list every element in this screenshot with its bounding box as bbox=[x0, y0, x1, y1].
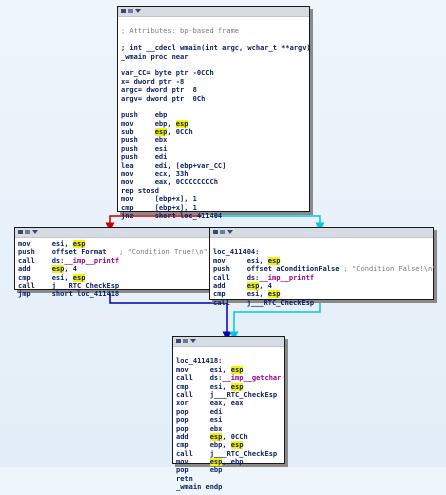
entry-block[interactable]: ; Attributes: bp-based frame ; int __cdec… bbox=[117, 6, 311, 220]
block-color-icon[interactable] bbox=[121, 9, 126, 13]
collapse-triangle-icon[interactable] bbox=[227, 230, 233, 234]
block-graph-icon[interactable] bbox=[220, 230, 225, 234]
false-branch-titlebar[interactable] bbox=[210, 228, 433, 238]
edge-false bbox=[105, 210, 202, 232]
code-line[interactable]: loc_411404: bbox=[213, 248, 260, 257]
code-line[interactable]: _wmain endp bbox=[176, 483, 223, 492]
code-line[interactable]: jmp short loc_411418 bbox=[18, 290, 120, 299]
code-line[interactable]: push offset aConditionFalse ; "Condition… bbox=[213, 265, 437, 274]
code-line[interactable]: sub esp, 0CCh bbox=[121, 128, 193, 137]
code-line[interactable]: xor eax, eax bbox=[176, 399, 244, 408]
code-line[interactable]: call j___RTC_CheckEsp bbox=[213, 298, 315, 307]
code-line[interactable]: cmp esi, esp bbox=[18, 273, 86, 282]
collapse-triangle-icon[interactable] bbox=[190, 339, 196, 343]
code-line[interactable]: mov esp, ebp bbox=[176, 458, 244, 467]
code-line[interactable]: mov esi, esp bbox=[18, 240, 86, 248]
code-line[interactable] bbox=[121, 19, 306, 27]
graph-edges bbox=[105, 210, 325, 341]
code-line[interactable] bbox=[121, 61, 306, 69]
edge-left-to-exit bbox=[109, 288, 232, 341]
code-line[interactable]: push offset Format ; "Condition True!\n" bbox=[18, 248, 208, 257]
code-line[interactable]: lea edi, [ebp+var_CC] bbox=[121, 161, 227, 170]
code-line[interactable]: cmp [ebp+x], 1 bbox=[121, 203, 197, 212]
code-line[interactable]: pop ebp bbox=[176, 466, 223, 475]
code-line[interactable] bbox=[121, 103, 306, 111]
code-line[interactable]: cmp esi, esp bbox=[176, 382, 244, 391]
code-line[interactable]: _wmain proc near bbox=[121, 52, 189, 61]
true-branch-titlebar[interactable] bbox=[15, 228, 211, 238]
code-line[interactable]: mov esi, esp bbox=[176, 365, 244, 374]
code-line[interactable]: pop esi bbox=[176, 416, 223, 425]
code-line[interactable]: add esp, 0CCh bbox=[176, 432, 248, 441]
code-line[interactable]: rep stosd bbox=[121, 186, 159, 195]
code-line[interactable]: push edi bbox=[121, 153, 168, 162]
code-line[interactable]: argc= dword ptr 8 bbox=[121, 86, 197, 95]
code-line[interactable]: push ebx bbox=[121, 136, 168, 145]
code-line[interactable]: call ds:__imp__getchar bbox=[176, 374, 282, 383]
block-color-icon[interactable] bbox=[176, 339, 181, 343]
code-line[interactable]: call j___RTC_CheckEsp bbox=[176, 449, 278, 458]
code-line[interactable] bbox=[213, 240, 430, 248]
code-line[interactable]: cmp esi, esp bbox=[213, 290, 281, 299]
code-line[interactable]: add esp, 4 bbox=[213, 281, 273, 290]
block-graph-icon[interactable] bbox=[183, 339, 188, 343]
code-line[interactable]: loc_411418: bbox=[176, 357, 223, 366]
code-line[interactable]: call j___RTC_CheckEsp bbox=[176, 390, 278, 399]
code-line[interactable]: mov [ebp+x], 1 bbox=[121, 195, 197, 204]
code-line[interactable]: push ebp bbox=[121, 111, 168, 120]
collapse-triangle-icon[interactable] bbox=[135, 9, 141, 13]
code-line[interactable]: jnz short loc_411404 bbox=[121, 211, 223, 220]
collapse-triangle-icon[interactable] bbox=[32, 230, 38, 234]
block-graph-icon[interactable] bbox=[25, 230, 30, 234]
block-color-icon[interactable] bbox=[18, 230, 23, 234]
block-color-icon[interactable] bbox=[213, 230, 218, 234]
code-line[interactable]: mov eax, 0CCCCCCCCh bbox=[121, 178, 218, 187]
code-line[interactable]: x= dword ptr -8 bbox=[121, 77, 185, 86]
edge-right-to-exit bbox=[229, 298, 321, 341]
code-line[interactable]: call j___RTC_CheckEsp bbox=[18, 281, 120, 290]
code-line[interactable] bbox=[176, 349, 281, 357]
code-line[interactable] bbox=[121, 36, 306, 44]
code-line[interactable]: retn bbox=[176, 474, 193, 483]
code-line[interactable]: mov esi, esp bbox=[213, 256, 281, 265]
block-graph-icon[interactable] bbox=[128, 9, 133, 13]
entry-block-titlebar[interactable] bbox=[118, 7, 309, 17]
code-line[interactable]: ; Attributes: bp-based frame bbox=[121, 27, 240, 36]
code-line[interactable]: push esi bbox=[121, 144, 168, 153]
code-line[interactable]: add esp, 4 bbox=[18, 265, 78, 274]
exit-block-titlebar[interactable] bbox=[173, 337, 284, 347]
code-line[interactable]: pop ebx bbox=[176, 424, 223, 433]
code-line[interactable]: cmp ebp, esp bbox=[176, 441, 244, 450]
code-line[interactable]: call ds:__imp__printf bbox=[18, 256, 120, 265]
edge-true bbox=[214, 210, 325, 232]
code-line[interactable]: ; int __cdecl wmain(int argc, wchar_t **… bbox=[121, 44, 311, 53]
entry-block-code: ; Attributes: bp-based frame ; int __cdec… bbox=[118, 17, 311, 223]
code-line[interactable]: var_CC= byte ptr -0CCh bbox=[121, 69, 214, 78]
code-line[interactable]: call ds:__imp__printf bbox=[213, 273, 315, 282]
code-line[interactable]: mov ecx, 33h bbox=[121, 170, 189, 179]
code-line[interactable]: argv= dword ptr 0Ch bbox=[121, 94, 206, 103]
code-line[interactable]: mov ebp, esp bbox=[121, 119, 189, 128]
code-line[interactable]: pop edi bbox=[176, 407, 223, 416]
